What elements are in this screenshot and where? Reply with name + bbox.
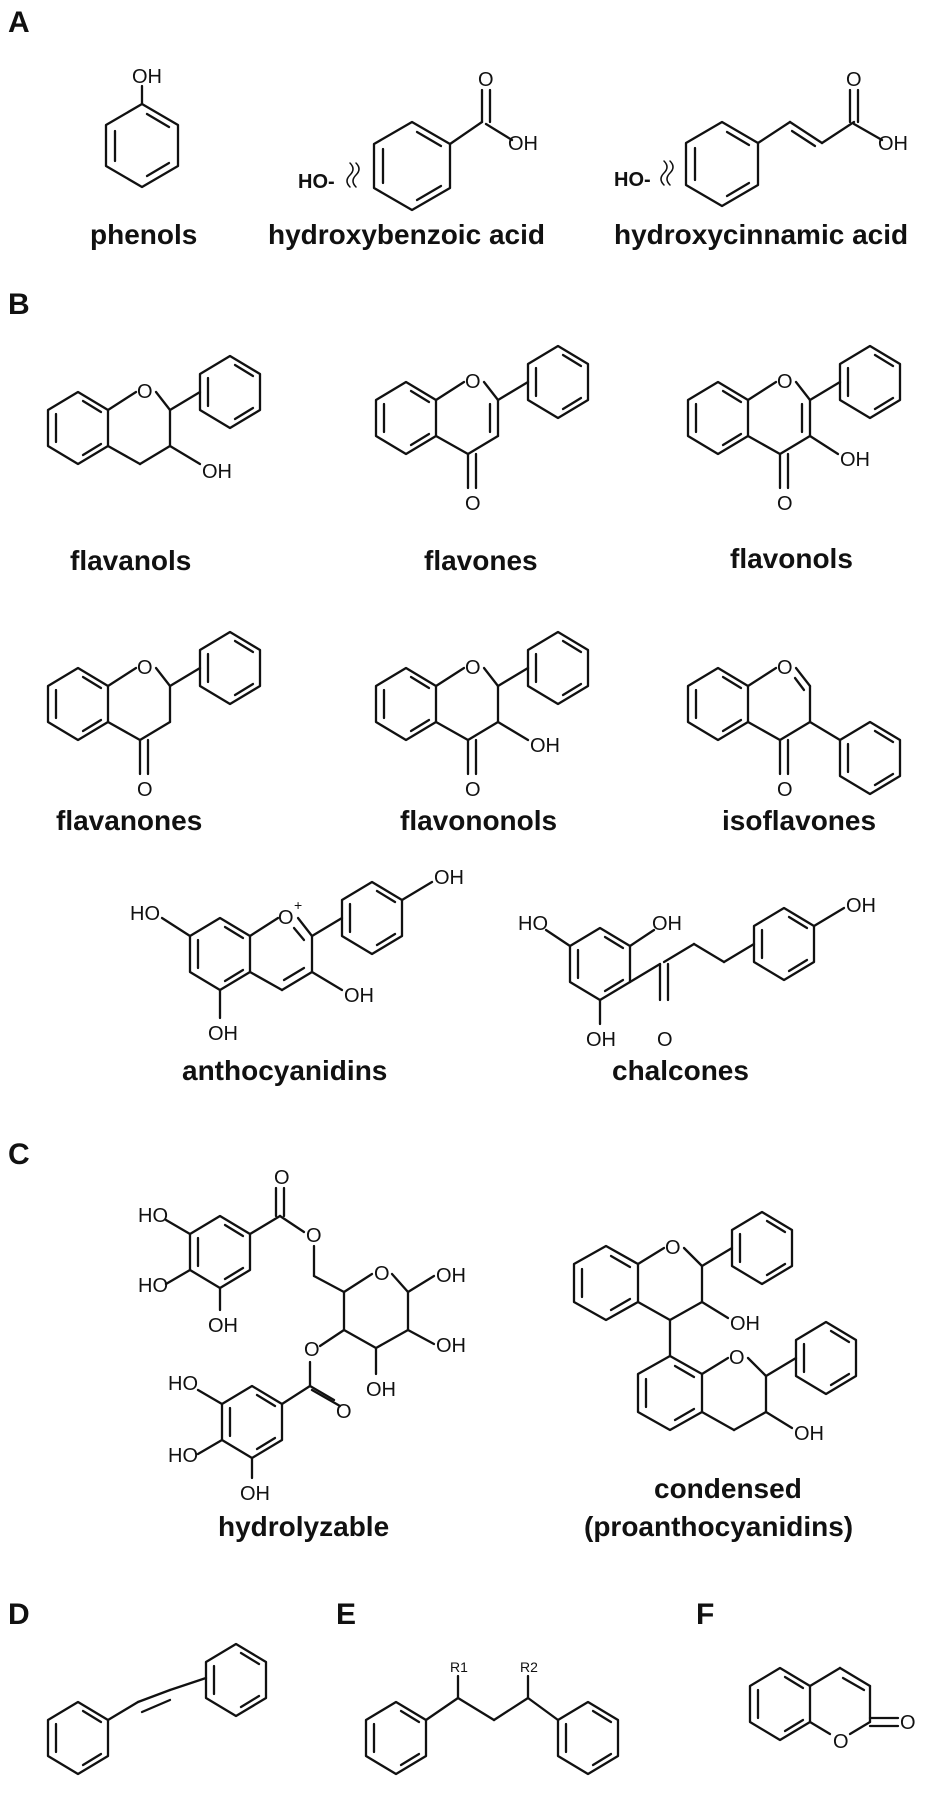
isoflavone-structure: O O [686,657,902,801]
label-hydroxycinnamic-acid: hydroxycinnamic acid [614,219,908,250]
stilbene-structure [46,1642,268,1776]
diarylpropane-structure: R1 R2 [364,1659,620,1776]
label-flavanones: flavanones [56,805,202,836]
flavononol-structure: O O OH [374,630,590,801]
panel-label-b: B [8,288,30,321]
panel-label-c: C [8,1138,30,1171]
flavonol-ring-o: O [777,371,793,393]
label-hydroxybenzoic-acid: hydroxybenzoic acid [268,219,545,250]
anthocyanidin-ho-7: HO [130,903,160,925]
label-condensed: condensed [654,1473,802,1504]
hydrolyzable-oh-3: OH [208,1315,238,1337]
flavanol-oh: OH [202,461,232,483]
flavononol-carbonyl-o: O [465,779,481,801]
hca-carbonyl-o: O [846,69,862,91]
chalcone-oh-4p: OH [846,895,876,917]
condensed-oh-2: OH [794,1423,824,1445]
chalcone-oh-2: OH [652,913,682,935]
label-phenols: phenols [90,219,197,250]
flavononol-oh: OH [530,735,560,757]
flavanol-structure: O OH [46,354,262,483]
flavanone-ring-o: O [137,657,153,679]
anthocyanidin-oh-5: OH [208,1023,238,1045]
label-flavanols: flavanols [70,545,191,576]
label-flavonols: flavonols [730,543,853,574]
label-proanthocyanidins: (proanthocyanidins) [584,1511,853,1542]
hydrolyzable-ester-o3: O [304,1339,320,1361]
flavone-structure: O O [374,344,590,515]
panel-label-f: F [696,1598,714,1631]
isoflavone-ring-o: O [777,657,793,679]
isoflavone-carbonyl-o: O [777,779,793,801]
flavonol-carbonyl-o: O [777,493,793,515]
flavonol-structure: O O OH [686,344,902,515]
flavonol-oh: OH [840,449,870,471]
hydrolyzable-ester-o1: O [274,1167,290,1189]
hydrolyzable-ester-o4: O [336,1401,352,1423]
phenol-structure: OH [104,66,180,189]
condensed-ring-o2: O [729,1347,745,1369]
anthocyanidin-structure: O + HO OH OH OH [130,867,464,1045]
panel-label-d: D [8,1598,30,1631]
hydrolyzable-tannin-structure: HO HO OH O O O OH OH OH O O [138,1167,466,1505]
condensed-ring-o1: O [665,1237,681,1259]
hca-oh: OH [878,133,908,155]
flavononol-ring-o: O [465,657,481,679]
hydrolyzable-ho-5: HO [168,1445,198,1467]
label-chalcones: chalcones [612,1055,749,1086]
label-anthocyanidins: anthocyanidins [182,1055,387,1086]
hydrolyzable-ho-4: HO [168,1373,198,1395]
hydrolyzable-oh-ring2: OH [366,1379,396,1401]
flavanone-structure: O O [46,630,262,801]
anthocyanidin-oh-4p: OH [434,867,464,889]
hydrolyzable-ester-o2: O [306,1225,322,1247]
hydrolyzable-oh-ring1: OH [436,1335,466,1357]
anthocyanidin-charge: + [294,897,302,913]
label-flavones: flavones [424,545,538,576]
coumarin-ring-o: O [833,1731,849,1753]
coumarin-carbonyl-o: O [900,1712,916,1734]
label-flavononols: flavononols [400,805,557,836]
coumarin-structure: O O [748,1666,916,1753]
hydrolyzable-ring-o: O [374,1263,390,1285]
chalcone-oh-6: OH [586,1029,616,1051]
hydrolyzable-ho-2: HO [138,1275,168,1297]
hba-oh: OH [508,133,538,155]
label-hydrolyzable: hydrolyzable [218,1511,389,1542]
anthocyanidin-oh-3: OH [344,985,374,1007]
hydrolyzable-oh-anomeric: OH [436,1265,466,1287]
label-isoflavones: isoflavones [722,805,876,836]
phenol-oh: OH [132,66,162,88]
flavone-ring-o: O [465,371,481,393]
condensed-tannin-structure: O OH O OH [572,1210,858,1445]
flavanone-carbonyl-o: O [137,779,153,801]
substituent-r1: R1 [450,1659,468,1675]
hba-ho-substituent: HO- [298,171,335,193]
hba-carbonyl-o: O [478,69,494,91]
chalcone-structure: HO OH OH O OH [518,895,876,1051]
chalcone-ho-4: HO [518,913,548,935]
panel-label-a: A [8,6,30,39]
hca-ho-substituent: HO- [614,169,651,191]
hydrolyzable-ho-1: HO [138,1205,168,1227]
panel-label-e: E [336,1598,356,1631]
flavanol-ring-o: O [137,381,153,403]
anthocyanidin-ring-o: O [278,907,294,929]
hydroxybenzoic-acid-structure: O OH HO- [298,69,538,212]
hydrolyzable-oh-6: OH [240,1483,270,1505]
substituent-r2: R2 [520,1659,538,1675]
condensed-oh-1: OH [730,1313,760,1335]
flavone-carbonyl-o: O [465,493,481,515]
hydroxycinnamic-acid-structure: O OH HO- [614,69,908,208]
chalcone-carbonyl-o: O [657,1029,673,1051]
